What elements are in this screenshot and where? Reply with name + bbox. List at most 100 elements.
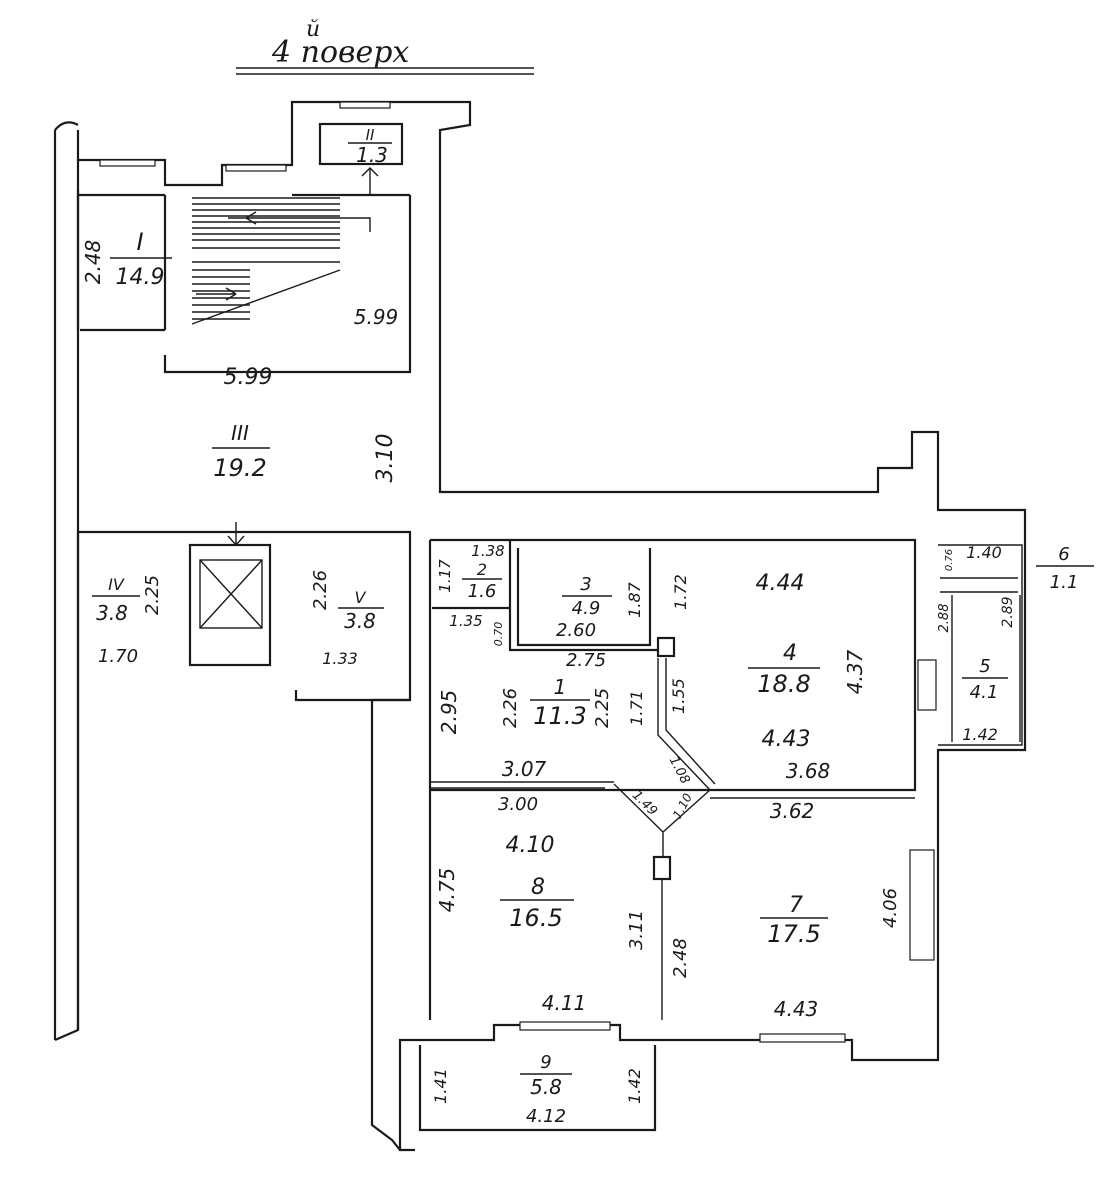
room-II-area: 1.3 (356, 143, 388, 167)
window (759, 1033, 846, 1043)
room-V-area: 3.8 (344, 609, 376, 633)
room-7-area: 17.5 (767, 920, 820, 948)
room-1-number: 1 (554, 675, 567, 699)
window (519, 1021, 611, 1031)
dimension: 4.44 (756, 571, 805, 596)
room-I-number: I (136, 228, 143, 256)
dimension: 3.10 (373, 434, 398, 483)
room-4-area: 18.8 (757, 670, 810, 698)
dimension: 1.33 (322, 649, 358, 668)
dimension-labels: 2.48 5.99 5.99 3.10 2.25 1.70 2.26 1.33 … (81, 240, 1016, 1127)
room-IV-area: 3.8 (96, 601, 128, 625)
dimension: 3.62 (770, 799, 815, 823)
dimension: 4.11 (542, 991, 587, 1015)
dimension: 0.70 (492, 622, 505, 647)
plan-title: 4 поверх й (236, 17, 534, 75)
room-III-area: 19.2 (213, 454, 266, 482)
dimension: 1.71 (627, 690, 646, 726)
stair-arrow-up (228, 211, 371, 232)
stair-hall-wall (80, 195, 412, 374)
lift-car (199, 559, 263, 629)
room-4-number: 4 (783, 641, 797, 666)
room-6-area: 1.1 (1050, 572, 1079, 593)
dimension: 2.48 (670, 938, 691, 978)
dimension: 4.43 (762, 727, 811, 752)
right-outer-wall (398, 395, 1027, 1152)
dimension: 1.40 (966, 543, 1002, 562)
room-8-number: 8 (531, 875, 545, 900)
dimension: 1.35 (449, 612, 482, 630)
dimension: 2.26 (500, 688, 521, 728)
room-3-area: 4.9 (572, 598, 601, 619)
column-upper (656, 636, 676, 658)
dimension: 2.75 (566, 650, 606, 671)
lift-arrow (227, 522, 245, 547)
window (917, 659, 937, 711)
room-labels: I 14.9 II 1.3 III 19.2 IV 3.8 V 3.8 1 11… (92, 126, 1094, 1099)
top-outer-wall (78, 100, 472, 395)
staircase (192, 197, 340, 320)
door-arrow-II (361, 167, 379, 195)
dimension: 2.25 (142, 575, 163, 615)
dimension: 4.06 (880, 888, 901, 928)
column-lower (652, 855, 672, 881)
lift-shaft (188, 543, 272, 667)
dimension: 1.55 (669, 678, 688, 714)
stair-arrow-down (196, 287, 237, 301)
dimension: 4.43 (774, 997, 819, 1021)
dimension: 2.25 (592, 688, 613, 728)
windows (99, 101, 937, 1043)
left-outer-wall (53, 121, 80, 1040)
dimension: 4.12 (526, 1106, 566, 1127)
walls (53, 100, 1027, 1152)
dimension: 1.70 (98, 646, 138, 667)
window (909, 849, 935, 961)
stair-cut-line (191, 269, 341, 325)
partition-horizontal (430, 781, 915, 799)
dimension: 1.72 (671, 574, 690, 610)
dimension: 3.00 (498, 794, 538, 815)
dimension: 2.48 (81, 240, 105, 285)
rooms-5-6-walls (938, 544, 1023, 746)
dimension: 3.07 (502, 757, 547, 781)
window (225, 164, 287, 172)
apartment-frame (428, 538, 917, 1020)
room-IV-number: IV (108, 575, 125, 594)
title-superscript: й (306, 17, 320, 42)
dimension: 2.88 (937, 604, 952, 633)
room-II-walls (318, 122, 404, 166)
dimension: 2.89 (1000, 596, 1016, 627)
room-5-area: 4.1 (970, 682, 999, 703)
window (339, 101, 391, 109)
room-8-area: 16.5 (509, 904, 562, 932)
dimension: 2.95 (437, 690, 461, 735)
room-3-walls (432, 540, 658, 652)
dimension: 2.26 (310, 570, 331, 610)
room-III-number: III (231, 421, 249, 445)
room-7-number: 7 (789, 893, 803, 918)
left-apt-wall (370, 698, 410, 1151)
room-II-number: II (366, 126, 375, 144)
dimension: 1.42 (962, 725, 998, 744)
room-5-number: 5 (979, 656, 990, 677)
room-2-number: 2 (477, 560, 487, 579)
dimension: 2.60 (556, 620, 596, 641)
room-1-area: 11.3 (533, 702, 586, 730)
dimension: 1.17 (436, 559, 454, 593)
room-9-number: 9 (540, 1052, 551, 1073)
dimension: 1.08 (666, 754, 693, 787)
room-6-number: 6 (1058, 544, 1069, 565)
stair-box (76, 190, 410, 330)
dimension: 5.99 (224, 365, 273, 390)
dimension: 0.76 (944, 549, 955, 571)
window (99, 159, 156, 167)
room-9-walls (418, 1045, 657, 1132)
room-2-area: 1.6 (468, 581, 497, 602)
dimension: 3.68 (786, 759, 831, 783)
dimension: 4.75 (435, 868, 459, 913)
dimension: 4.10 (506, 833, 555, 858)
room-3-number: 3 (580, 574, 591, 595)
room-I-area: 14.9 (116, 265, 165, 290)
dimension: 1.42 (625, 1068, 644, 1104)
